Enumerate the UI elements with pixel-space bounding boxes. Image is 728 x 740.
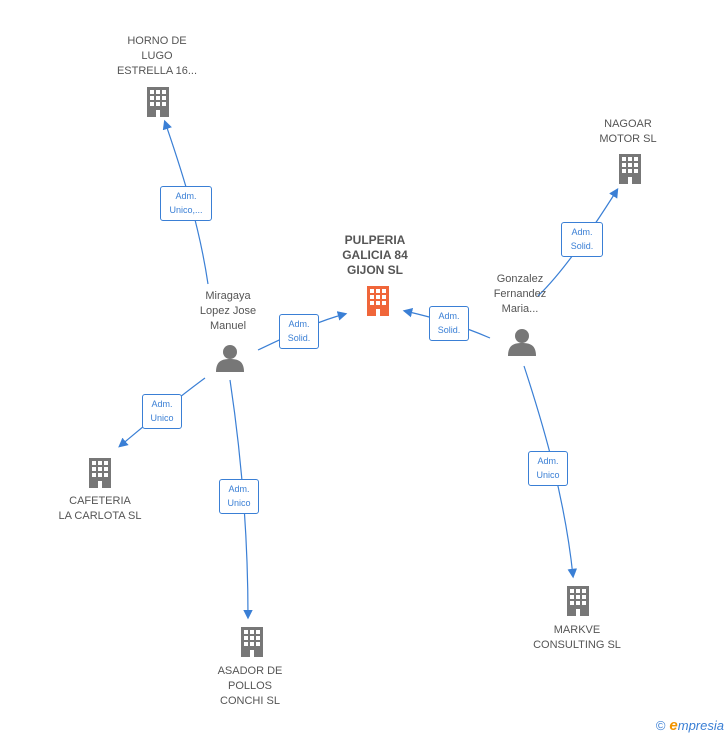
edge-label-gonzalez-main: Adm. Solid. bbox=[429, 306, 469, 341]
edge-label-gonzalez-markve: Adm. Unico bbox=[528, 451, 568, 486]
edge-label-miragaya-main: Adm. Solid. bbox=[279, 314, 319, 349]
edge-label-miragaya-cafeteria: Adm. Unico bbox=[142, 394, 182, 429]
miragaya-person-icon[interactable] bbox=[216, 345, 244, 372]
gonzalez-label[interactable]: Gonzalez Fernandez Maria... bbox=[493, 273, 547, 315]
markve-label[interactable]: MARKVE CONSULTING SL bbox=[533, 624, 621, 651]
gonzalez-person-icon[interactable] bbox=[508, 329, 536, 356]
edge-label-miragaya-asador: Adm. Unico bbox=[219, 479, 259, 514]
copyright-icon: © bbox=[655, 718, 666, 733]
horno-label[interactable]: HORNO DE LUGO ESTRELLA 16... bbox=[116, 35, 198, 77]
horno-building-icon[interactable] bbox=[147, 87, 169, 117]
nagoar-label[interactable]: NAGOAR MOTOR SL bbox=[599, 118, 657, 145]
miragaya-label[interactable]: Miragaya Lopez Jose Manuel bbox=[199, 290, 257, 332]
cafeteria-label[interactable]: CAFETERIA LA CARLOTA SL bbox=[58, 495, 142, 522]
edge-label-gonzalez-nagoar: Adm. Solid. bbox=[561, 222, 603, 257]
empresia-logo[interactable]: ©empresia bbox=[655, 717, 724, 734]
edge-label-miragaya-horno: Adm. Unico,... bbox=[160, 186, 212, 221]
asador-building-icon[interactable] bbox=[241, 627, 263, 657]
nagoar-building-icon[interactable] bbox=[619, 154, 641, 184]
main-company-building-icon[interactable] bbox=[367, 286, 389, 316]
cafeteria-building-icon[interactable] bbox=[89, 458, 111, 488]
main-company-label[interactable]: PULPERIA GALICIA 84 GIJON SL bbox=[342, 233, 408, 277]
markve-building-icon[interactable] bbox=[567, 586, 589, 616]
asador-label[interactable]: ASADOR DE POLLOS CONCHI SL bbox=[217, 665, 283, 707]
